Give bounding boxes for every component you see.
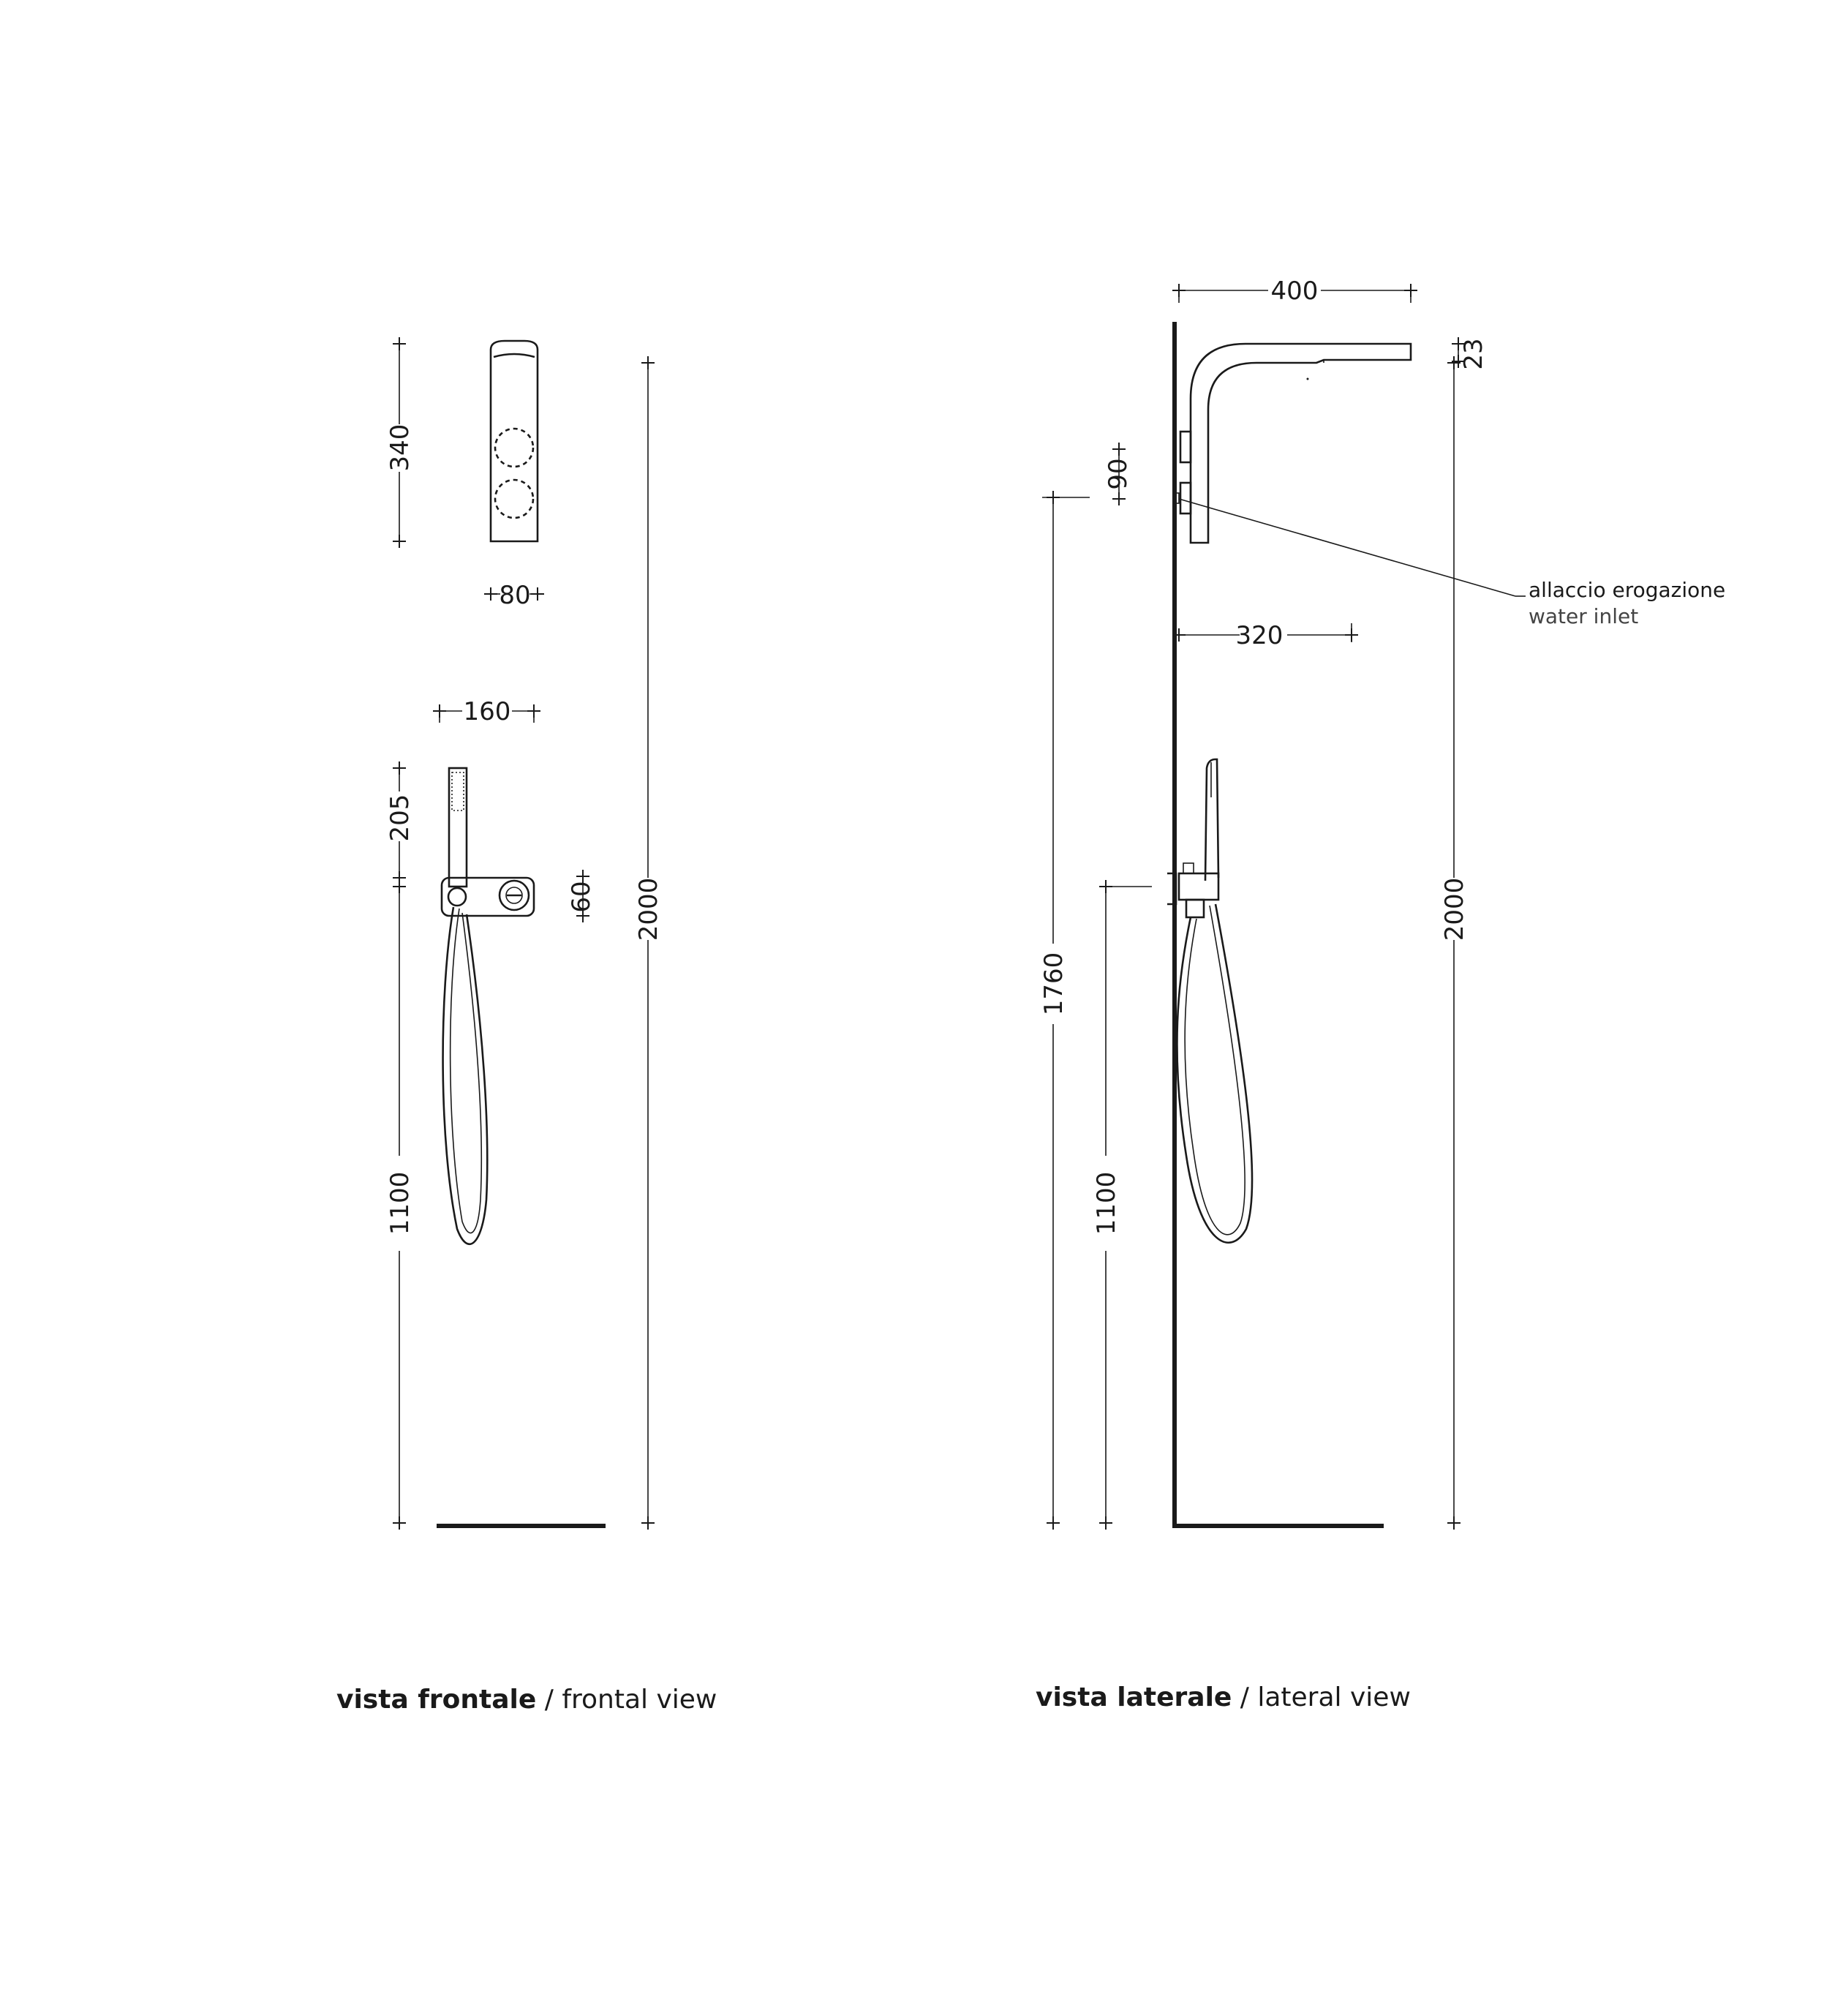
lateral-view-caption: vista laterale / lateral view [1036,1682,1411,1712]
dim-total-height: 2000 [634,356,663,1530]
caption-rest-lateral: / lateral view [1232,1682,1411,1712]
frontal-view-caption: vista frontale / frontal view [336,1685,717,1715]
dim-total-height-lateral: 2000 [1440,356,1469,1530]
dim-holder-height: 60 [567,869,596,923]
water-inlet-callout: allaccio erogazione water inlet [1178,498,1725,628]
dim-label-1760: 1760 [1039,952,1069,1016]
dim-label-80: 80 [499,581,530,610]
note-label-en: water inlet [1529,604,1638,628]
dim-panel-height: 340 [385,336,415,549]
lateral-shower-arm [1174,342,1412,544]
dim-label-2000: 2000 [634,878,663,941]
dim-label-60: 60 [567,881,596,912]
lateral-view: 400 23 90 1760 [1036,277,1725,1712]
wall-and-floor [1172,322,1384,1528]
caption-bold-lateral: vista laterale [1036,1682,1232,1712]
frontal-hose [442,906,489,1246]
note-label-it: allaccio erogazione [1529,578,1725,602]
dim-label-205: 205 [385,794,415,842]
dim-arm-length: 400 [1172,277,1418,306]
frontal-view: 340 80 160 [336,336,717,1715]
dim-label-90: 90 [1104,458,1133,489]
dim-label-400: 400 [1271,277,1319,306]
dim-label-1100: 1100 [385,1172,415,1235]
dim-label-340: 340 [385,424,415,472]
lateral-hand-shower [1167,758,1220,919]
dim-label-320: 320 [1236,621,1284,650]
dim-label-160: 160 [464,697,511,726]
dim-projection: 320 [1172,621,1359,650]
dim-holder-floor-height: 1100 [385,879,415,1530]
dim-inlet-offset: 90 [1104,442,1133,506]
dim-panel-width: 80 [483,581,545,610]
caption-rest-frontal: / frontal view [536,1685,717,1715]
dim-handshower-height: 205 [385,761,415,885]
dim-label-23: 23 [1459,338,1488,369]
lateral-hose [1176,903,1254,1244]
dim-label-2000-lateral: 2000 [1440,878,1469,941]
dim-holder-floor-height-lateral: 1100 [1092,879,1152,1530]
frontal-control-panel [489,339,539,543]
dim-holder-width: 160 [432,697,541,726]
dim-head-thickness: 23 [1451,336,1488,370]
dim-label-1100-lateral: 1100 [1092,1172,1121,1235]
dim-inlet-height: 1760 [1039,490,1090,1530]
caption-bold-frontal: vista frontale [336,1685,536,1715]
frontal-holder-plate [440,876,535,917]
frontal-hand-shower [448,767,468,888]
